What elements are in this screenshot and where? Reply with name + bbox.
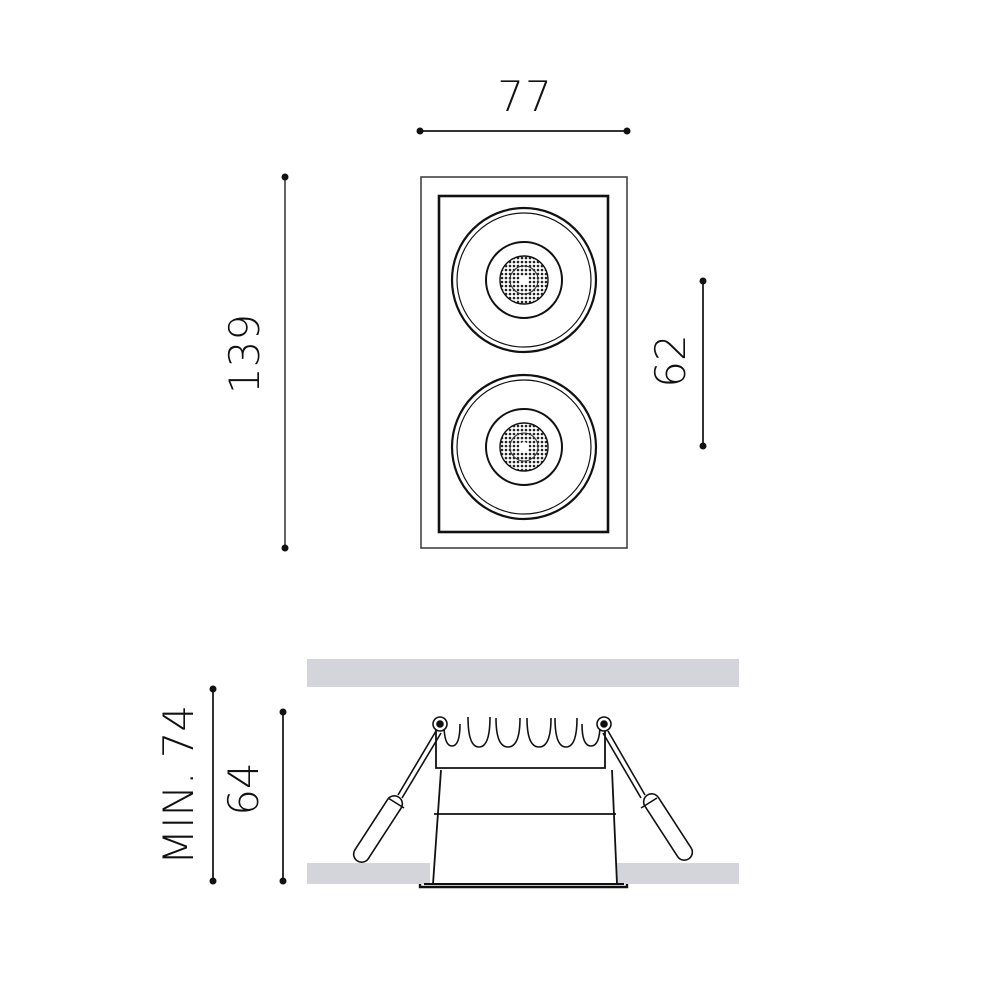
right-spring-clip (596, 716, 694, 861)
width-dimension-line (416, 127, 631, 135)
side-view-fixture (418, 716, 629, 889)
height-dimension-line (281, 173, 289, 552)
front-view-fixture (420, 176, 628, 549)
lamp-spacing-dimension-line (699, 277, 707, 450)
height-label: 139 (220, 313, 269, 395)
ceiling-lower-panel-right (617, 863, 739, 884)
body-height-label: 64 (219, 762, 268, 816)
body-height-dimension-line (279, 708, 287, 885)
width-label: 77 (497, 72, 553, 121)
ceiling-lower-panel-left (307, 863, 430, 884)
lamp-upper (450, 206, 598, 354)
heatsink-fins (443, 716, 601, 748)
ceiling-upper-panel (307, 659, 739, 687)
lamp-lower (450, 373, 598, 521)
left-spring-clip (352, 716, 448, 863)
lamp-spacing-label: 62 (646, 334, 695, 388)
min-depth-dimension-line (209, 685, 217, 885)
min-cutout-depth-label: MIN. 74 (154, 704, 203, 866)
